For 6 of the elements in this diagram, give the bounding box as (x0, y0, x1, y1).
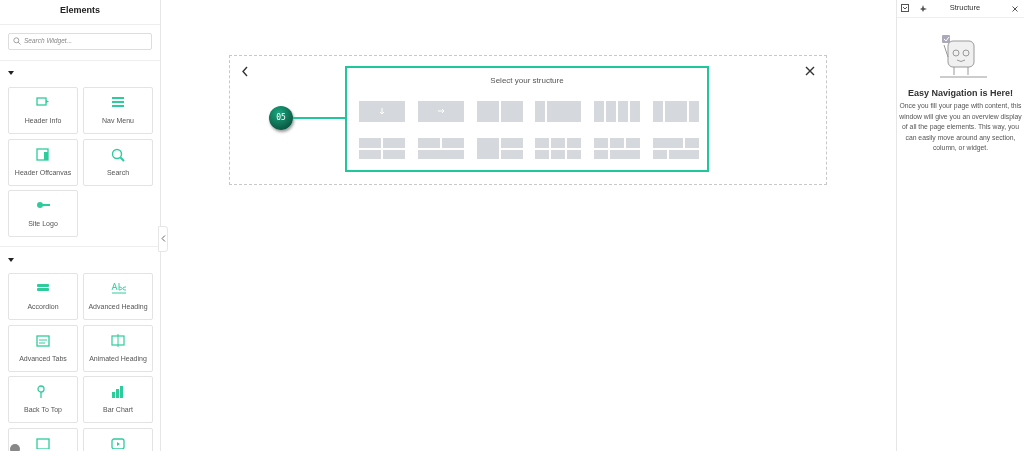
structure-picker (345, 66, 709, 172)
panel-title: Elements (59, 5, 101, 15)
picker-title: Select your structure (489, 76, 565, 85)
callout-number: 05 (269, 106, 293, 130)
empty-state-heading: Easy Navigation is Here! (906, 88, 1014, 98)
leader-line (293, 115, 345, 121)
